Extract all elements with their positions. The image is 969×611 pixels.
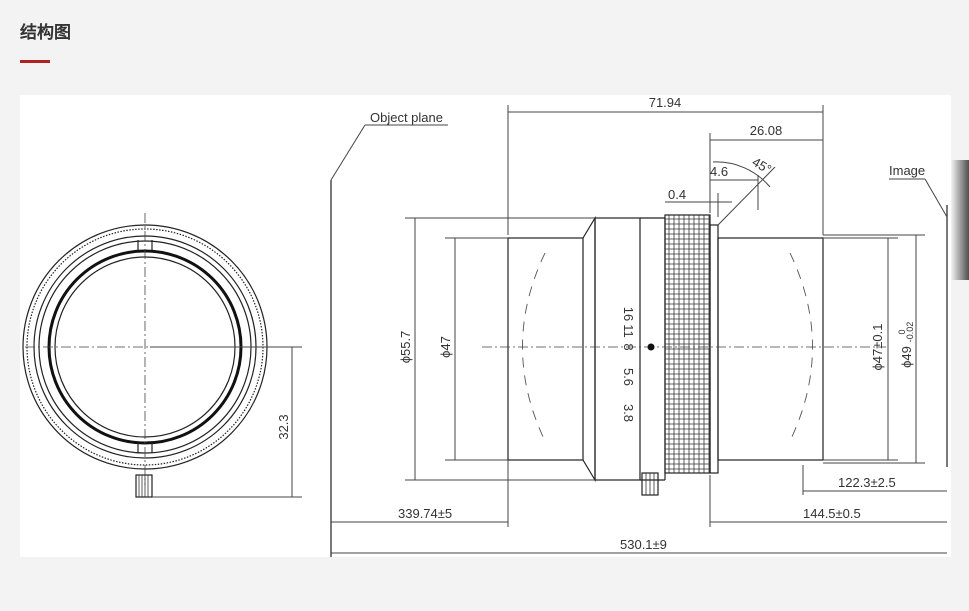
structure-drawing: 32.3 Object plane Image	[20, 95, 951, 557]
aperture-11: 11	[621, 324, 636, 338]
aperture-index-dot	[647, 343, 655, 351]
object-plane-label: Object plane	[370, 110, 443, 125]
dim-dia-49: ϕ49	[899, 346, 914, 368]
angle-45: 45°	[750, 154, 775, 177]
dim-dia-47: ϕ47	[438, 336, 453, 358]
side-view: Object plane Image	[330, 95, 948, 557]
aperture-16: 16	[621, 307, 636, 321]
aperture-5-6: 5.6	[621, 368, 636, 386]
dim-144-5: 144.5±0.5	[803, 506, 861, 521]
dim-26-08: 26.08	[750, 123, 783, 138]
page-title: 结构图	[20, 23, 71, 43]
edge-shadow	[951, 160, 969, 280]
dim-0-4: 0.4	[668, 187, 686, 202]
image-label: Image	[889, 163, 925, 178]
dim-dia-49-tol-lower: -0.02	[905, 322, 915, 343]
front-view: 32.3	[22, 213, 302, 498]
dim-dia-47-tol: ϕ47±0.1	[870, 324, 885, 371]
focus-ring-knurl	[665, 215, 710, 473]
dim-339-74: 339.74±5	[398, 506, 452, 521]
dim-32-3: 32.3	[276, 414, 291, 439]
aperture-8: 8	[621, 343, 636, 350]
title-accent-bar	[20, 60, 50, 63]
dim-122-3: 122.3±2.5	[838, 475, 896, 490]
dim-530-1: 530.1±9	[620, 537, 667, 552]
dim-dia-55-7: ϕ55.7	[398, 331, 413, 364]
aperture-3-8: 3.8	[621, 404, 636, 422]
dim-71-94: 71.94	[649, 95, 682, 110]
dim-4-6: 4.6	[710, 164, 728, 179]
dim-dia-49-tol-upper: 0	[897, 329, 907, 334]
